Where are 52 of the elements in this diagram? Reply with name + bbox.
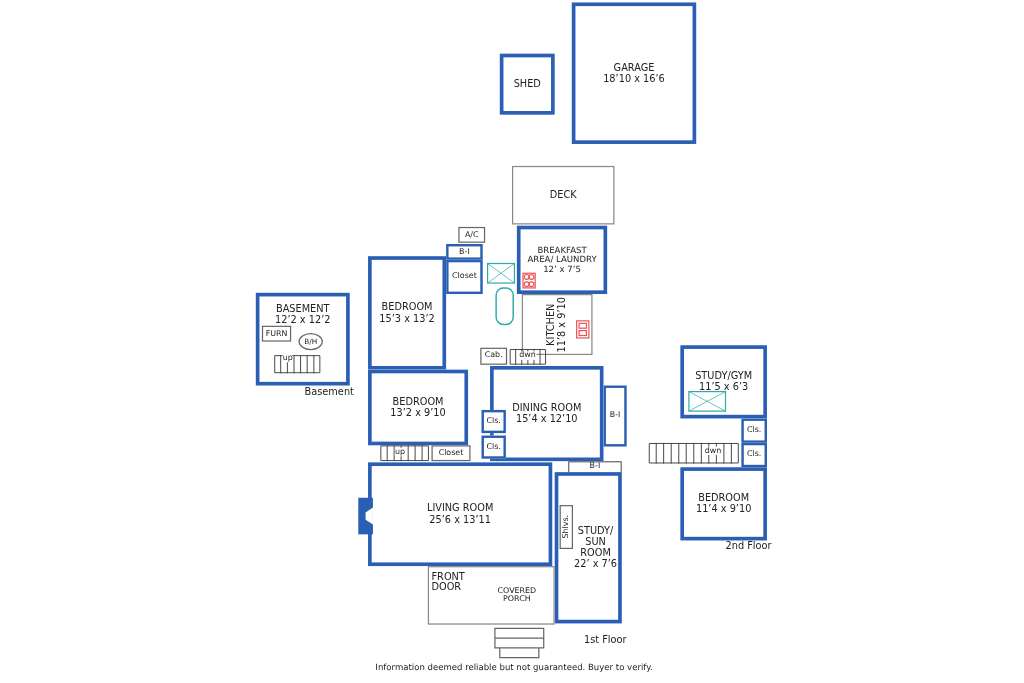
room-outline: [554, 472, 622, 624]
room-name: DINING ROOM: [512, 402, 582, 414]
room-name: STUDY/GYM: [695, 370, 753, 382]
room-name: BEDROOM: [381, 301, 433, 313]
built-in-outline: [603, 385, 627, 447]
deck-outline: [512, 165, 615, 225]
room-outline: [521, 294, 593, 355]
room-name: KITCHEN: [545, 302, 557, 348]
room-outline: [516, 225, 608, 294]
room-name: GARAGE: [613, 62, 655, 74]
room-dimensions: 25’6 x 13’11: [429, 514, 491, 526]
room-outline: [368, 462, 553, 567]
room-dimensions: 11’5 x 6’3: [699, 381, 749, 394]
room-outline: [680, 467, 767, 541]
closet-outline: [481, 409, 506, 434]
built-in-outline: [446, 244, 483, 260]
room-outline: [680, 345, 767, 419]
closet-outline: [741, 418, 767, 443]
ac-unit-box: [458, 226, 486, 243]
room-name: BREAKFAST AREA/ LAUNDRY: [526, 245, 598, 265]
room-dimensions: 18’10 x 16’6: [603, 73, 665, 85]
room-name: BEDROOM: [698, 492, 750, 504]
room-label: SHED: [513, 78, 541, 90]
room-dimensions: 13’2 x 9’10: [390, 407, 446, 419]
water-heater-circle: [298, 333, 323, 351]
garage-outline: [571, 2, 697, 144]
shelves-outline: [559, 505, 573, 549]
room-dimensions: 12’ x 7’5: [543, 264, 581, 275]
room-name: STUDY/ SUN ROOM: [576, 525, 615, 559]
room-name: BASEMENT: [275, 303, 330, 315]
closet-outline: [431, 445, 471, 462]
porch-outline: [427, 566, 555, 625]
room-dimensions: 12’2 x 12’2: [275, 315, 331, 327]
room-outline: [255, 292, 350, 386]
room-dimensions: 11’4 x 9’10: [695, 503, 752, 516]
room-dimensions: 11’8 x 9’10: [557, 296, 569, 353]
room-label: DECK: [549, 189, 577, 201]
built-in-outline: [568, 461, 622, 474]
disclaimer-text: Information deemed reliable but not guaranteed. Buyer to verify.: [375, 663, 653, 674]
room-outline: [368, 369, 469, 446]
room-name: BEDROOM: [392, 396, 444, 408]
closet-outline: [741, 442, 767, 468]
room-outline: [368, 256, 447, 370]
closet-outline: [446, 259, 483, 294]
shed-outline: [499, 53, 555, 115]
room-dimensions: 15’3 x 13’2: [379, 312, 435, 325]
cabinet-outline: [480, 347, 508, 365]
closet-outline: [481, 435, 506, 459]
room-dimensions: 22’ x 7’6: [574, 559, 618, 571]
room-name: LIVING ROOM: [426, 503, 494, 515]
room-dimensions: 15’4 x 12’10: [515, 413, 578, 425]
furnace-box: [261, 325, 292, 342]
